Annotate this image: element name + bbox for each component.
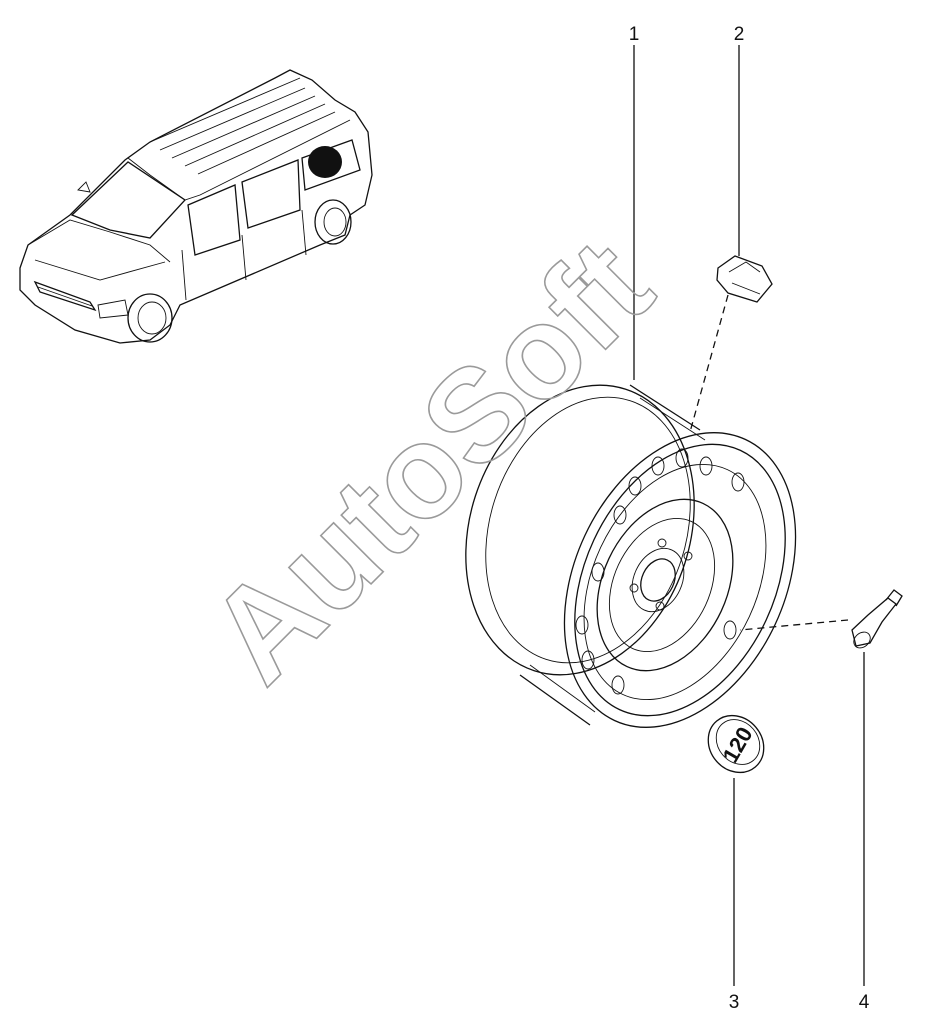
valve-stem-drawing — [851, 589, 903, 649]
balance-weight-drawing — [716, 255, 773, 303]
watermark: AutoSoft — [181, 212, 679, 710]
callout-4: 4 — [859, 992, 870, 1013]
callout-3: 3 — [729, 992, 740, 1013]
hub-cap-marking: 120 — [718, 723, 758, 767]
callout-1: 1 — [629, 24, 640, 45]
leader-lines — [633, 45, 865, 986]
vehicle-locator-illustration — [19, 69, 373, 344]
hub-cap-drawing: 120 — [707, 714, 765, 774]
wheel-rim-drawing — [465, 384, 797, 728]
callout-2: 2 — [734, 24, 745, 45]
